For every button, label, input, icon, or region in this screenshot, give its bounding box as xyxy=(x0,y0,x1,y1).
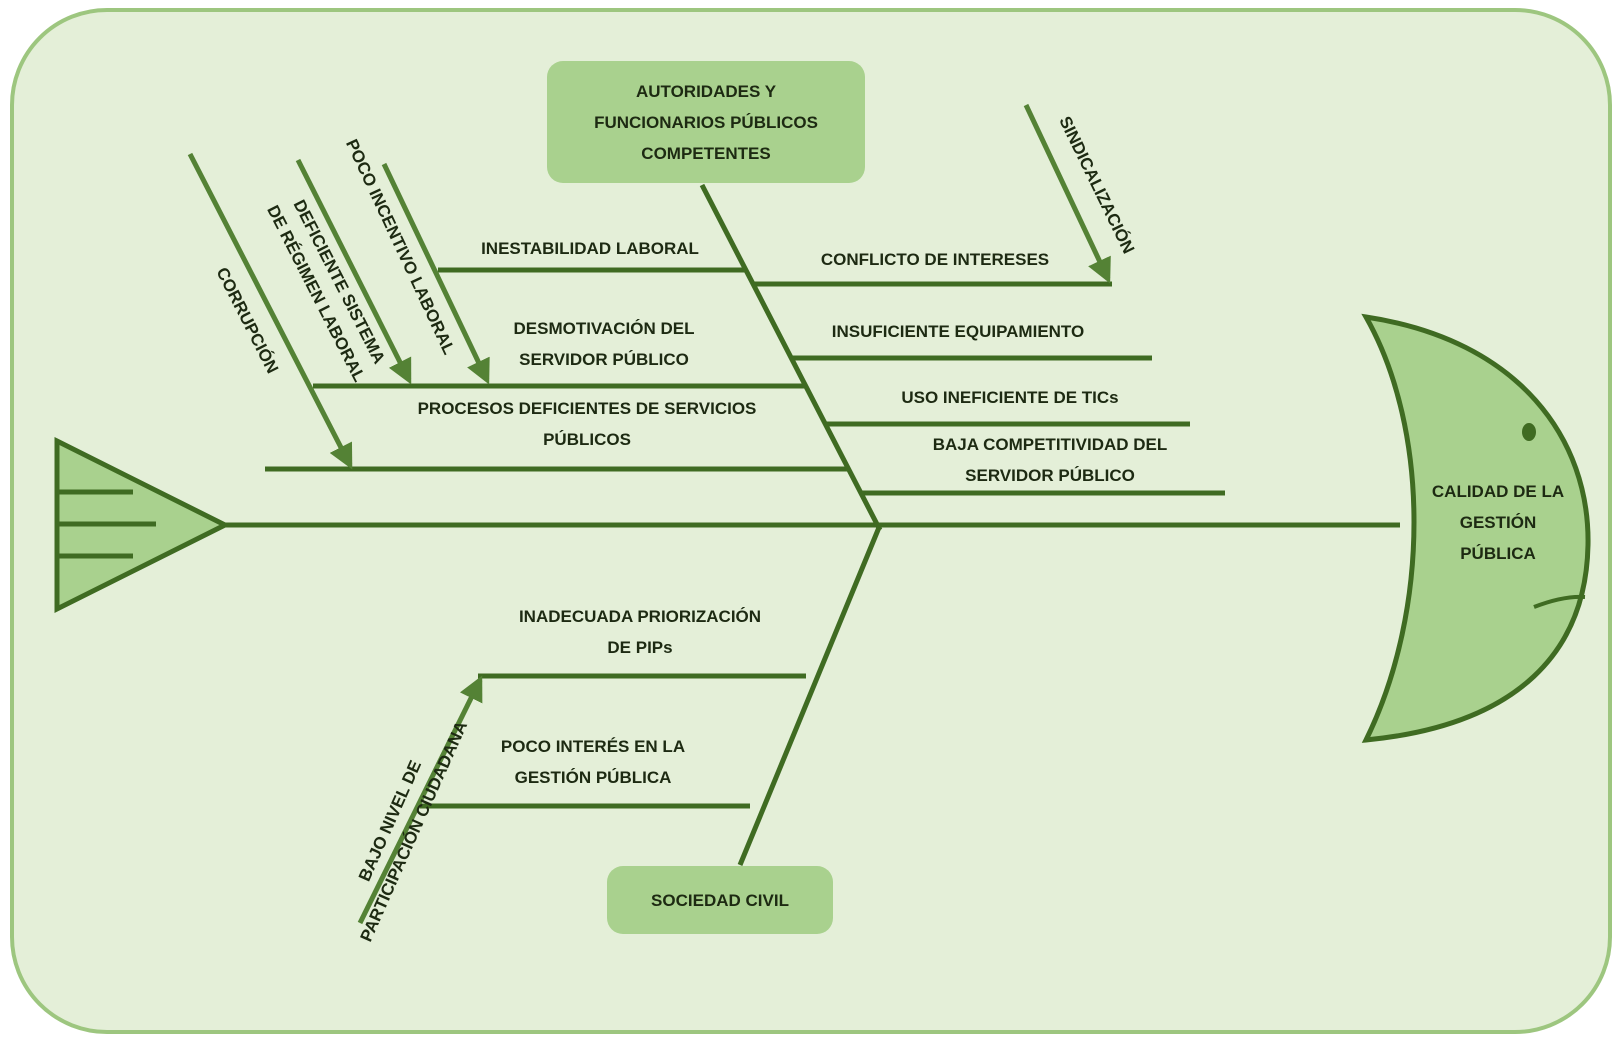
cause-inestabilidad: INESTABILIDAD LABORAL xyxy=(481,239,699,258)
cause-interes: POCO INTERÉS EN LA GESTIÓN PÚBLICA xyxy=(468,731,718,793)
category-bottom-box: SOCIEDAD CIVIL xyxy=(607,866,833,934)
cause-priorizacion: INADECUADA PRIORIZACIÓN DE PIPs xyxy=(495,601,785,663)
cause-conflicto: CONFLICTO DE INTERESES xyxy=(820,250,1050,269)
effect-line-1: CALIDAD DE LA xyxy=(1431,482,1565,501)
fish-head xyxy=(1361,313,1591,743)
cause-tics: USO INEFICIENTE DE TICs xyxy=(901,388,1119,407)
cause-competitividad-line-2: SERVIDOR PÚBLICO xyxy=(965,466,1135,485)
cause-priorizacion-line-2: DE PIPs xyxy=(607,638,673,657)
arrow-incentivo xyxy=(381,162,490,385)
effect-label: CALIDAD DE LA GESTIÓN PÚBLICA xyxy=(1418,476,1578,569)
background-panel xyxy=(10,8,1612,1034)
arrow-regimen xyxy=(295,158,412,385)
fish-eye xyxy=(1522,423,1536,441)
cause-competitividad-line-1: BAJA COMPETITIVIDAD DEL xyxy=(932,435,1168,454)
bottom-main-bone xyxy=(737,524,883,866)
fish-mouth xyxy=(1533,594,1586,609)
category-top-label: AUTORIDADES Y FUNCIONARIOS PÚBLICOS COMP… xyxy=(594,76,818,169)
cause-competitividad: BAJA COMPETITIVIDAD DEL SERVIDOR PÚBLICO xyxy=(905,429,1195,491)
cause-desmotivacion-line-1: DESMOTIVACIÓN DEL xyxy=(513,319,695,338)
cause-equipamiento: INSUFICIENTE EQUIPAMIENTO xyxy=(831,322,1085,341)
arrow-corrupcion xyxy=(187,152,353,470)
top-main-bone xyxy=(699,183,883,532)
arrow-participacion xyxy=(357,675,483,925)
effect-line-2: GESTIÓN xyxy=(1459,513,1537,532)
category-top-box: AUTORIDADES Y FUNCIONARIOS PÚBLICOS COMP… xyxy=(547,61,865,183)
cause-desmotivacion: DESMOTIVACIÓN DEL SERVIDOR PÚBLICO xyxy=(474,313,734,375)
category-top-line-1: AUTORIDADES Y xyxy=(635,81,777,101)
cause-procesos-line-1: PROCESOS DEFICIENTES DE SERVICIOS xyxy=(417,399,757,418)
cause-procesos: PROCESOS DEFICIENTES DE SERVICIOS PÚBLIC… xyxy=(392,393,782,455)
category-top-line-3: COMPETENTES xyxy=(641,143,771,163)
category-bottom-label: SOCIEDAD CIVIL xyxy=(651,890,789,910)
cause-procesos-line-2: PÚBLICOS xyxy=(543,430,631,449)
cause-desmotivacion-line-2: SERVIDOR PÚBLICO xyxy=(519,350,689,369)
arrow-sindicalizacion xyxy=(1023,103,1111,284)
effect-line-3: PÚBLICA xyxy=(1460,544,1536,563)
cause-priorizacion-line-1: INADECUADA PRIORIZACIÓN xyxy=(518,607,762,626)
category-top-line-2: FUNCIONARIOS PÚBLICOS xyxy=(594,112,818,132)
cause-interes-line-1: POCO INTERÉS EN LA xyxy=(500,737,686,756)
cause-interes-line-2: GESTIÓN PÚBLICA xyxy=(514,768,672,787)
